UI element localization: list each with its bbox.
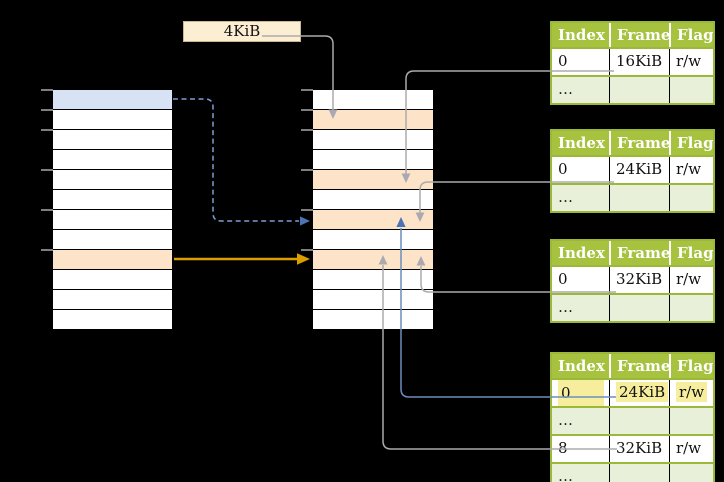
arrowhead-right-icon	[297, 253, 310, 265]
header-flags: Flags	[669, 354, 713, 378]
cell-frame: 16KiB	[609, 49, 669, 75]
cell-frame	[609, 295, 669, 321]
memory-row	[313, 270, 433, 290]
cell-index: 0	[558, 160, 568, 178]
header-flags: Flags	[669, 241, 713, 265]
virtual-page-row-orange	[53, 250, 172, 270]
header-flags: Flags	[669, 23, 713, 47]
table-row: 0 24KiB r/w	[552, 155, 713, 183]
memory-row	[313, 230, 433, 250]
cell-index: …	[558, 411, 573, 429]
cell-flags	[669, 464, 713, 482]
cell-frame: 24KiB	[609, 380, 669, 406]
cell-flags: r/w	[669, 436, 713, 462]
memory-row	[53, 130, 172, 150]
memory-row	[53, 190, 172, 210]
cell-index: …	[558, 298, 573, 316]
header-frame: Frame	[609, 131, 669, 155]
highlight: 24KiB	[616, 382, 669, 402]
memory-row	[313, 190, 433, 210]
table-header-row: Index Frame Flags	[552, 354, 713, 378]
physical-memory-column	[313, 90, 433, 330]
cell-index: 0	[552, 380, 609, 406]
header-frame: Frame	[609, 23, 669, 47]
cell-frame	[609, 185, 669, 211]
table-row-ellipsis: …	[552, 183, 713, 211]
cell-frame: 32KiB	[609, 267, 669, 293]
cell-flags: r/w	[669, 157, 713, 183]
table-row-highlighted: 0 24KiB r/w	[552, 378, 713, 406]
cell-index: 8	[558, 439, 568, 457]
cell-flags	[669, 295, 713, 321]
table-row-ellipsis: …	[552, 75, 713, 103]
table-row-ellipsis: …	[552, 293, 713, 321]
table-row-ellipsis: …	[552, 462, 713, 482]
memory-row	[313, 290, 433, 310]
page-table-1: Index Frame Flags 0 16KiB r/w …	[550, 21, 715, 105]
cell-flags: r/w	[669, 380, 713, 406]
table-row-ellipsis: …	[552, 406, 713, 434]
memory-row	[53, 290, 172, 310]
cell-index: 0	[558, 270, 568, 288]
cell-flags	[669, 408, 713, 434]
cell-frame	[609, 77, 669, 103]
memory-row	[313, 150, 433, 170]
cell-frame: 24KiB	[609, 157, 669, 183]
cell-flags: r/w	[669, 267, 713, 293]
header-flags: Flags	[669, 131, 713, 155]
memory-row	[53, 170, 172, 190]
page-table-2: Index Frame Flags 0 24KiB r/w …	[550, 129, 715, 213]
frame-row-24kib	[313, 210, 433, 230]
highlight: r/w	[676, 382, 708, 402]
virtual-memory-column	[53, 90, 172, 330]
memory-row	[53, 150, 172, 170]
arrowhead-right-icon	[300, 216, 310, 226]
table-row: 8 32KiB r/w	[552, 434, 713, 462]
table-header-row: Index Frame Flags	[552, 131, 713, 155]
arrow-virtual-blue-to-24kib	[173, 98, 299, 222]
memory-row	[53, 110, 172, 130]
memory-row	[53, 210, 172, 230]
header-index: Index	[558, 26, 605, 44]
frame-size-label: 4KiB	[183, 21, 301, 42]
header-index: Index	[558, 244, 605, 262]
header-index: Index	[558, 357, 605, 375]
memory-row	[53, 270, 172, 290]
frame-row-4kib	[313, 110, 433, 130]
cell-index: …	[558, 80, 573, 98]
cell-frame	[609, 408, 669, 434]
table-row: 0 16KiB r/w	[552, 47, 713, 75]
memory-row	[313, 90, 433, 110]
header-index: Index	[558, 134, 605, 152]
memory-row	[53, 310, 172, 330]
header-frame: Frame	[609, 241, 669, 265]
memory-row	[313, 310, 433, 330]
memory-row	[53, 230, 172, 250]
frame-row-32kib	[313, 250, 433, 270]
table-header-row: Index Frame Flags	[552, 23, 713, 47]
header-frame: Frame	[609, 354, 669, 378]
cell-index: …	[558, 467, 573, 482]
cell-flags	[669, 185, 713, 211]
cell-index: …	[558, 188, 573, 206]
cell-flags: r/w	[669, 49, 713, 75]
memory-row	[313, 130, 433, 150]
highlight: 0	[558, 380, 604, 406]
page-table-4: Index Frame Flags 0 24KiB r/w … 8 32KiB …	[550, 352, 715, 482]
cell-index: 0	[558, 52, 568, 70]
cell-frame	[609, 464, 669, 482]
table-row: 0 32KiB r/w	[552, 265, 713, 293]
frame-row-16kib	[313, 170, 433, 190]
virtual-page-row-blue	[53, 90, 172, 110]
page-table-3: Index Frame Flags 0 32KiB r/w …	[550, 239, 715, 323]
table-header-row: Index Frame Flags	[552, 241, 713, 265]
cell-flags	[669, 77, 713, 103]
cell-frame: 32KiB	[609, 436, 669, 462]
